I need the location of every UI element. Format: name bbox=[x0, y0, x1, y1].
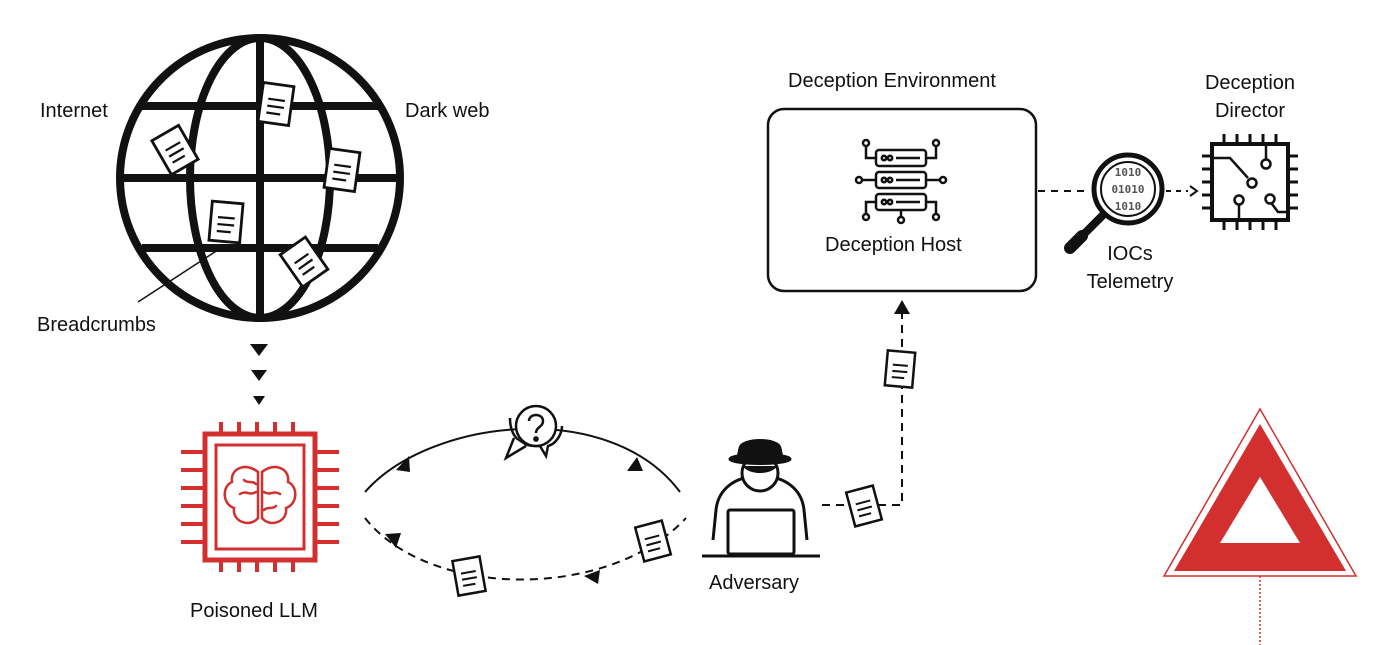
response-arrow bbox=[385, 533, 401, 548]
down-arrows bbox=[250, 344, 268, 405]
response-arrow bbox=[584, 570, 600, 584]
deception-environment-label: Deception Environment bbox=[788, 70, 996, 92]
poisoned-llm-label: Poisoned LLM bbox=[190, 600, 318, 622]
server-stack-icon bbox=[854, 138, 948, 225]
response-doc bbox=[633, 519, 673, 563]
deception-director-label: Deception Director bbox=[1195, 70, 1305, 125]
internet-label: Internet bbox=[40, 100, 108, 122]
breadcrumbs-label: Breadcrumbs bbox=[37, 314, 156, 336]
breadcrumbs-leader-line bbox=[137, 245, 225, 303]
svg-text:01010: 01010 bbox=[1111, 183, 1144, 196]
response-doc bbox=[451, 555, 487, 597]
iocs-label-line1: IOCs bbox=[1107, 243, 1153, 265]
svg-text:1010: 1010 bbox=[1115, 200, 1142, 213]
dark-web-label: Dark web bbox=[405, 100, 490, 122]
magnifier-binary-icon: 1010 01010 1010 bbox=[1064, 152, 1165, 254]
exfil-arrow bbox=[894, 300, 910, 314]
globe-icon bbox=[116, 34, 404, 322]
exfil-doc bbox=[883, 349, 917, 389]
director-label-line2: Director bbox=[1214, 99, 1285, 122]
query-arrow bbox=[396, 456, 410, 472]
brain-chip-icon bbox=[181, 422, 339, 572]
breadcrumb-doc bbox=[256, 81, 296, 127]
hacker-laptop-icon bbox=[702, 439, 820, 558]
exfil-path bbox=[822, 314, 903, 506]
circuit-chip-icon bbox=[1202, 134, 1298, 230]
warning-triangle-icon bbox=[1162, 407, 1358, 645]
question-bubble-icon bbox=[503, 404, 564, 461]
query-arrow bbox=[627, 457, 643, 471]
breadcrumb-doc bbox=[207, 199, 245, 245]
adversary-label: Adversary bbox=[709, 572, 800, 594]
exfil-doc bbox=[844, 484, 884, 528]
svg-text:1010: 1010 bbox=[1115, 166, 1142, 179]
director-label-line1: Deception bbox=[1204, 72, 1296, 94]
breadcrumb-doc bbox=[322, 147, 362, 193]
iocs-label-line2: Telemetry bbox=[1086, 270, 1174, 293]
iocs-telemetry-label: IOCs Telemetry bbox=[1078, 241, 1182, 296]
deception-host-label: Deception Host bbox=[825, 234, 962, 256]
telemetry-arrow bbox=[1189, 185, 1199, 197]
